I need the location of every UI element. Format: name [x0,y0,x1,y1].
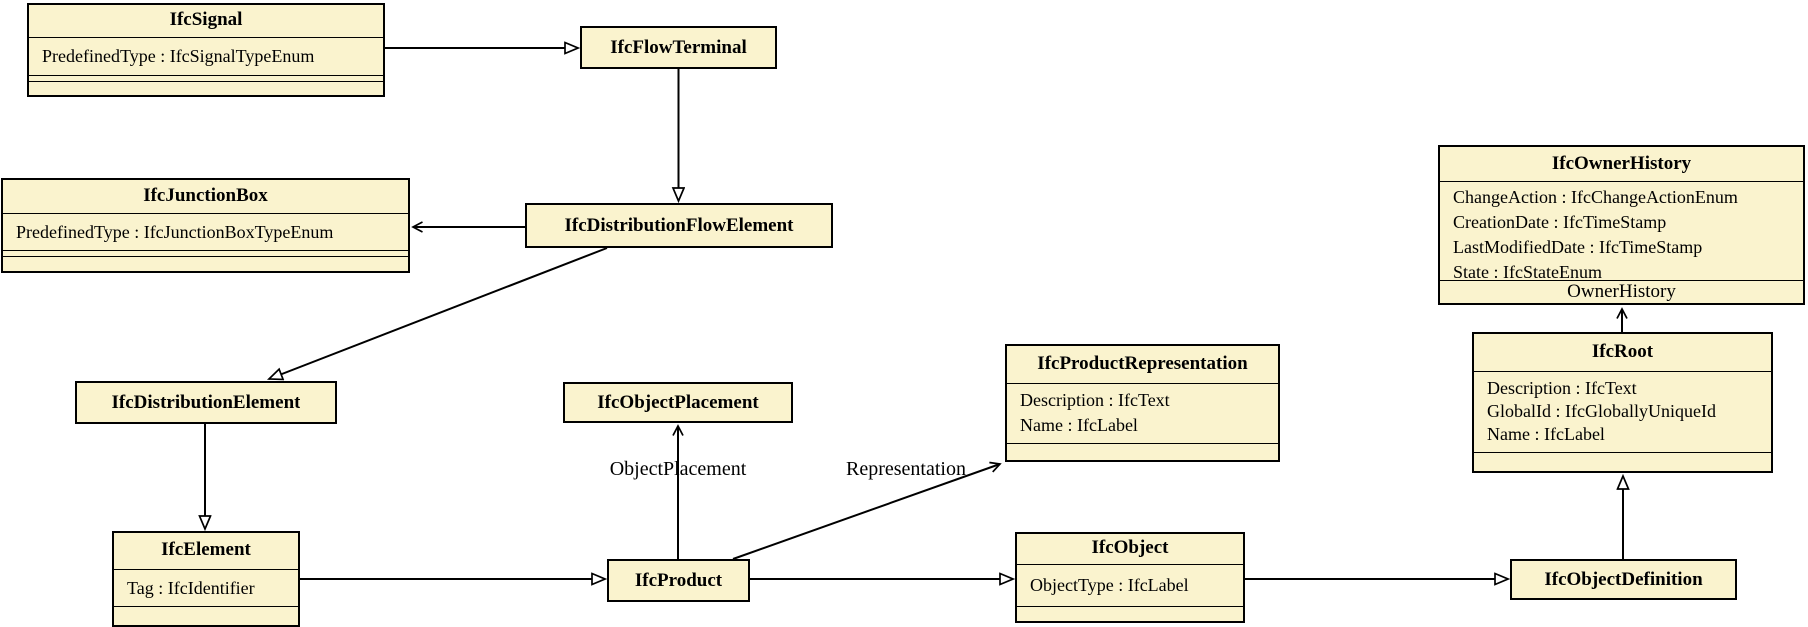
attribute: State : IfcStateEnum [1453,262,1602,281]
attributes-compartment: Description : IfcText GlobalId : IfcGlob… [1474,372,1771,453]
attribute: LastModifiedDate : IfcTimeStamp [1453,237,1703,258]
empty-compartment [3,251,408,257]
class-box-ifcdistributionelement[interactable]: IfcDistributionElement [75,381,337,424]
class-box-ifcobjectplacement[interactable]: IfcObjectPlacement [563,382,793,423]
attribute: Name : IfcLabel [1487,424,1605,444]
empty-compartment [1474,453,1771,471]
empty-compartment [3,257,408,271]
owner-history-association-label: OwnerHistory [1567,281,1676,302]
class-box-ifcdistributionflowelement[interactable]: IfcDistributionFlowElement [525,203,833,248]
class-title: IfcSignal [29,5,383,38]
attributes-compartment: PredefinedType : IfcJunctionBoxTypeEnum [3,214,408,251]
attribute: GlobalId : IfcGloballyUniqueId [1487,401,1716,421]
attributes-compartment: ChangeAction : IfcChangeActionEnum Creat… [1440,182,1803,281]
association-product-to-productrepresentation [732,461,1002,560]
class-title: IfcRoot [1474,334,1771,372]
class-box-ifcsignal[interactable]: IfcSignal PredefinedType : IfcSignalType… [27,3,385,97]
class-title: IfcOwnerHistory [1440,147,1803,183]
class-title: IfcDistributionFlowElement [564,214,794,236]
class-box-ifcproductrepresentation[interactable]: IfcProductRepresentation Description : I… [1005,344,1280,462]
class-title: IfcJunctionBox [3,180,408,214]
class-title: IfcObjectDefinition [1544,568,1703,590]
class-box-ifcobject[interactable]: IfcObject ObjectType : IfcLabel [1015,532,1245,623]
attribute: Name : IfcLabel [1020,415,1138,435]
class-title: IfcElement [114,533,298,570]
representation-association-label: Representation [846,458,966,480]
attribute: Tag : IfcIdentifier [127,578,255,598]
attribute: CreationDate : IfcTimeStamp [1453,212,1667,233]
class-title: IfcObject [1017,534,1243,565]
empty-compartment [29,76,383,82]
attribute: ObjectType : IfcLabel [1030,575,1189,595]
attribute: PredefinedType : IfcJunctionBoxTypeEnum [16,222,334,242]
attributes-compartment: PredefinedType : IfcSignalTypeEnum [29,38,383,76]
class-title: IfcFlowTerminal [610,36,747,58]
attribute: Description : IfcText [1020,390,1170,410]
empty-compartment [114,607,298,625]
class-box-ifcobjectdefinition[interactable]: IfcObjectDefinition [1510,559,1737,600]
object-placement-association-label: ObjectPlacement [609,458,747,480]
attribute: Description : IfcText [1487,378,1637,398]
class-title: IfcDistributionElement [111,391,301,413]
class-box-ifcownerhistory[interactable]: IfcOwnerHistory ChangeAction : IfcChange… [1438,145,1805,305]
class-title: IfcProduct [634,569,723,591]
generalization-distributionflowelement-to-distributionelement [269,247,608,379]
class-box-ifcroot[interactable]: IfcRoot Description : IfcText GlobalId :… [1472,332,1773,473]
class-box-ifcjunctionbox[interactable]: IfcJunctionBox PredefinedType : IfcJunct… [1,178,410,273]
class-title: IfcObjectPlacement [597,391,759,413]
class-box-ifcelement[interactable]: IfcElement Tag : IfcIdentifier [112,531,300,627]
attributes-compartment: Tag : IfcIdentifier [114,570,298,607]
class-box-ifcproduct[interactable]: IfcProduct [607,559,750,602]
attribute: ChangeAction : IfcChangeActionEnum [1453,187,1738,208]
attributes-compartment: Description : IfcText Name : IfcLabel [1007,384,1278,444]
class-title: IfcProductRepresentation [1007,346,1278,384]
attribute: PredefinedType : IfcSignalTypeEnum [42,46,315,66]
empty-compartment: OwnerHistory [1440,281,1803,303]
attributes-compartment: ObjectType : IfcLabel [1017,565,1243,607]
empty-compartment [1017,607,1243,621]
empty-compartment [1007,444,1278,460]
empty-compartment [29,82,383,95]
class-box-ifcflowterminal[interactable]: IfcFlowTerminal [580,26,777,69]
